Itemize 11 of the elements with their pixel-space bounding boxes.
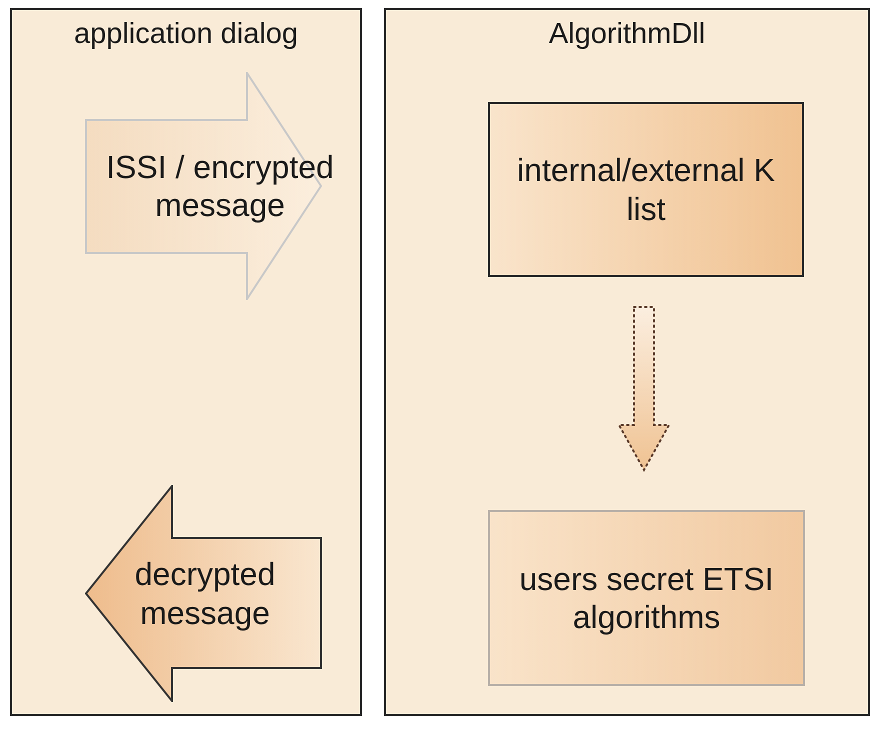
process-box (488, 102, 804, 277)
process-box (488, 510, 805, 686)
node-text: ISSI / encrypted message (105, 148, 335, 224)
block-arrow (617, 306, 671, 472)
panel (384, 8, 870, 716)
node-text: users secret ETSI algorithms (518, 560, 775, 636)
node-text: AlgorithmDll (548, 17, 706, 52)
node-text: internal/external K list (516, 151, 776, 228)
node-text: decrypted message (134, 555, 276, 632)
panel (10, 8, 362, 716)
node-text: application dialog (74, 17, 298, 52)
